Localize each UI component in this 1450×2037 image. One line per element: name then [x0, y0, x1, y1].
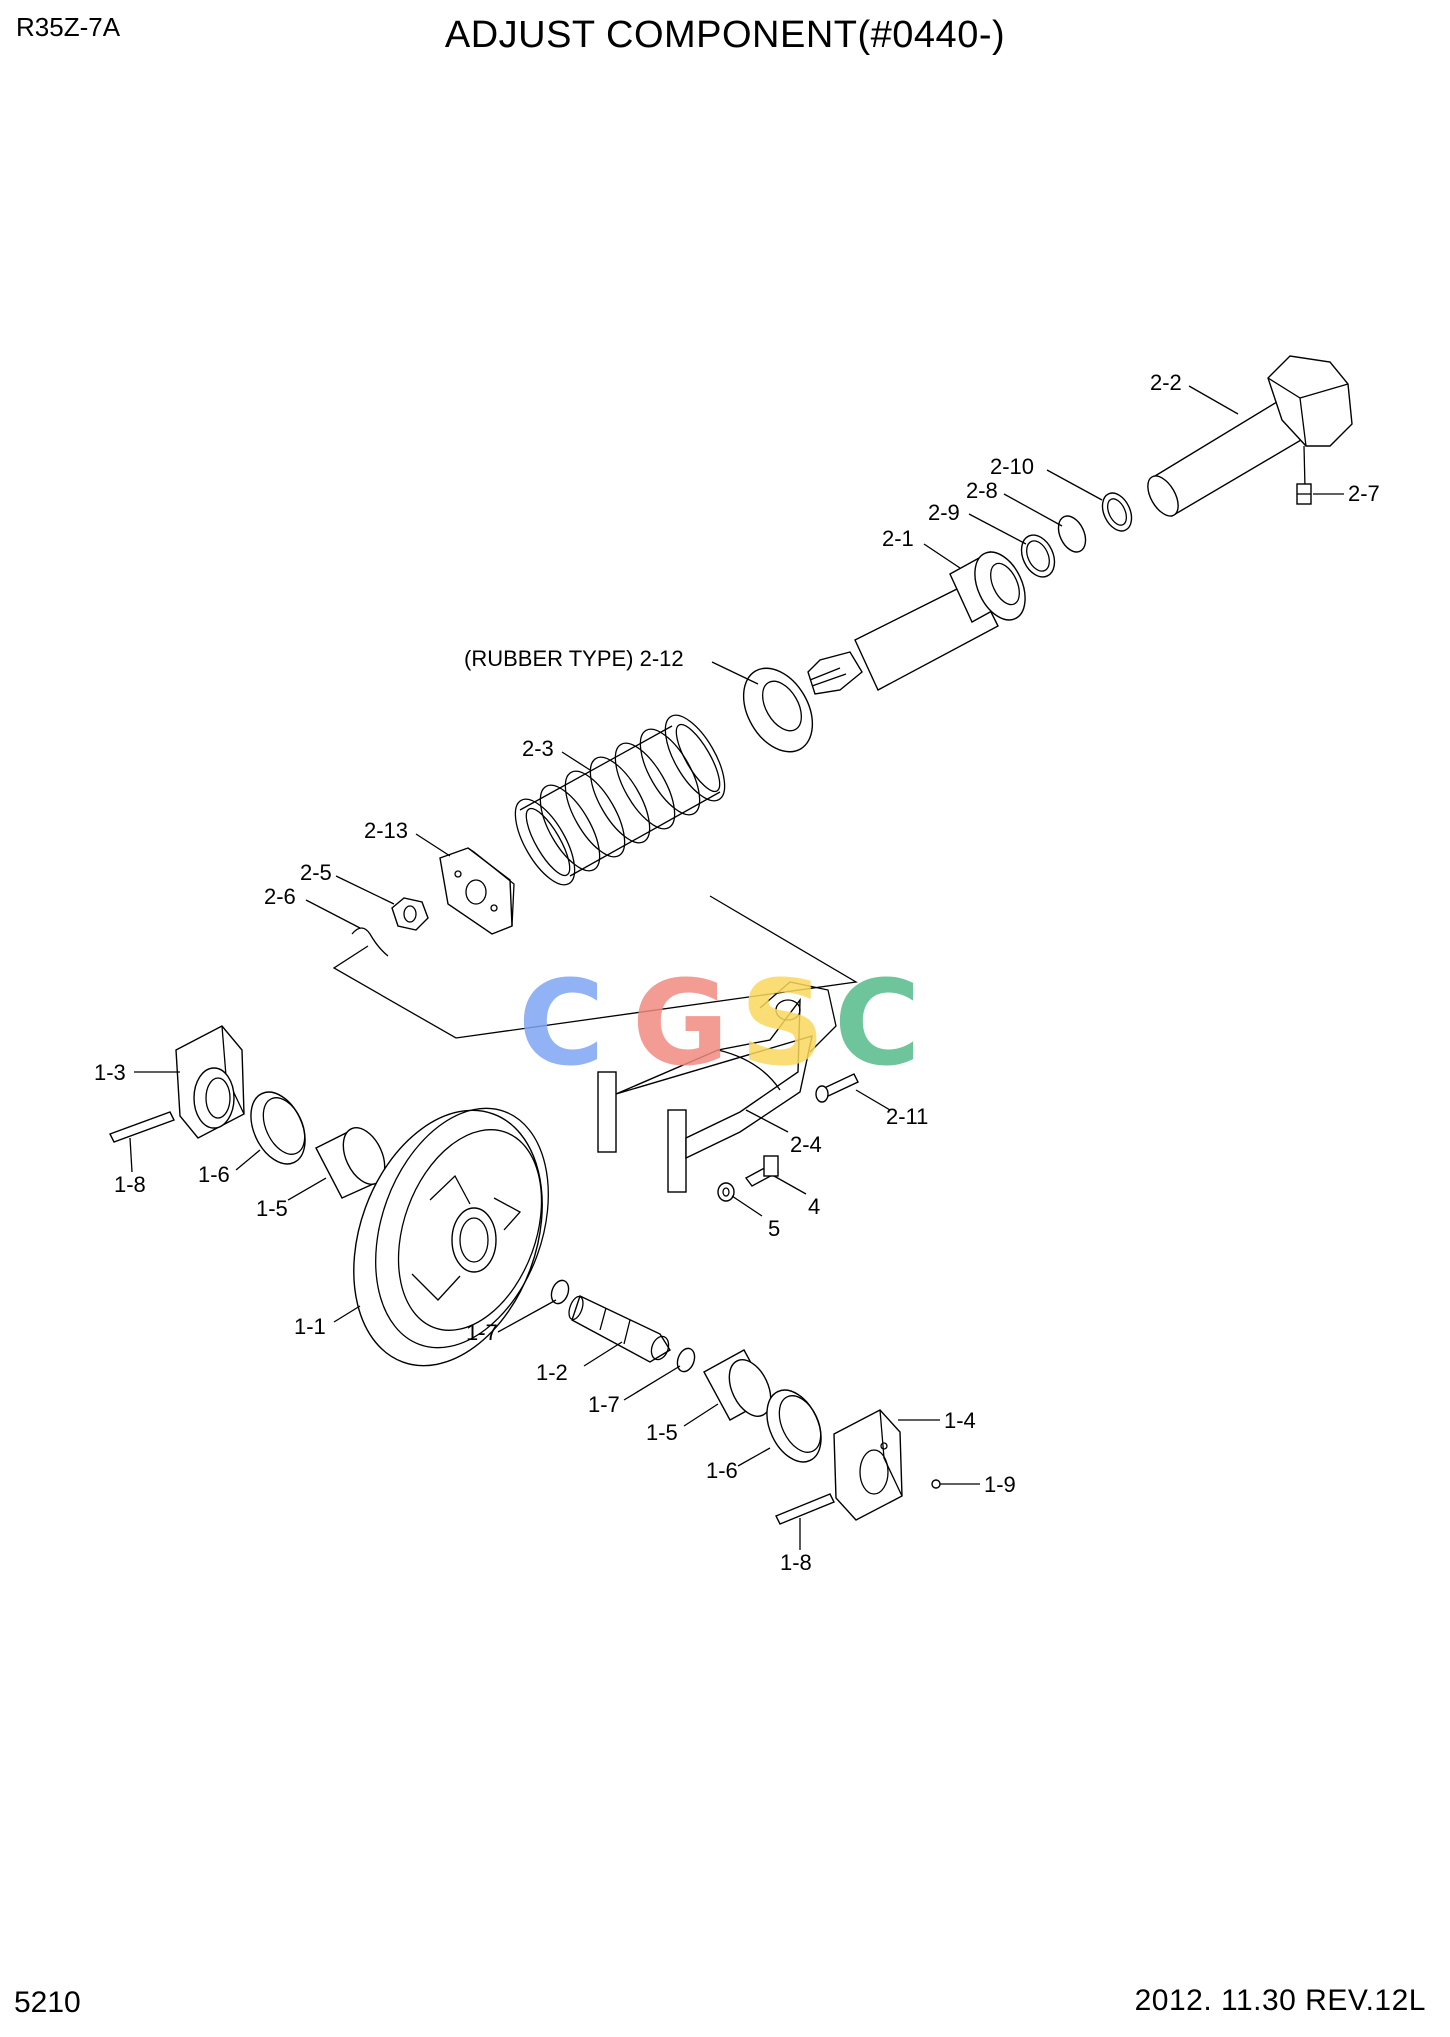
part-2-12-rubber-ring — [742, 667, 814, 753]
revision-date: 2012. 11.30 REV.12L — [1134, 1984, 1426, 2017]
label-1-6: 1-6 — [198, 1162, 230, 1187]
part-2-10-ring — [1101, 492, 1133, 532]
part-4-bolt — [744, 1155, 780, 1187]
part-1-7-o-ring — [676, 1347, 696, 1373]
part-labels: 2-2 2-7 2-10 2-8 2-9 2-1 (RUBBER TYPE) 2… — [94, 370, 1380, 1575]
part-2-7-grease-nipple — [1296, 483, 1344, 505]
part-1-8-pin — [775, 1493, 835, 1525]
label-2-7: 2-7 — [1348, 481, 1380, 506]
label-2-6: 2-6 — [264, 884, 296, 909]
watermark-letter: G — [632, 954, 729, 1092]
label-1-5: 1-5 — [646, 1420, 678, 1445]
leader-lines — [129, 385, 1239, 1550]
watermark-logo: C G S C — [518, 954, 921, 1092]
label-1-4: 1-4 — [944, 1408, 976, 1433]
part-1-8-pin — [109, 1111, 175, 1143]
label-2-8: 2-8 — [966, 478, 998, 503]
watermark-letter: S — [740, 954, 825, 1092]
part-2-11-bolt — [815, 1073, 859, 1103]
part-2-4-idler-fork — [597, 981, 837, 1193]
part-1-4-bearing-bracket — [833, 1409, 903, 1521]
label-1-5: 1-5 — [256, 1196, 288, 1221]
part-2-6-split-pin — [351, 927, 389, 957]
label-1-6: 1-6 — [706, 1458, 738, 1483]
part-2-5-castle-nut — [391, 897, 429, 931]
part-2-3-recoil-spring — [514, 714, 726, 886]
part-1-6-floating-seal — [766, 1389, 822, 1463]
part-1-1-idler-wheel — [353, 1107, 549, 1367]
watermark-letter: C — [518, 954, 605, 1092]
label-1-3: 1-3 — [94, 1060, 126, 1085]
part-1-7-o-ring — [550, 1279, 570, 1305]
label-2-12: (RUBBER TYPE) 2-12 — [464, 646, 684, 671]
part-2-8-ring — [1057, 515, 1087, 553]
label-2-2: 2-2 — [1150, 370, 1182, 395]
label-1-7: 1-7 — [466, 1320, 498, 1345]
label-1-2: 1-2 — [536, 1360, 568, 1385]
page-number: 5210 — [14, 1986, 81, 2019]
label-2-13: 2-13 — [364, 818, 408, 843]
part-1-2-idler-shaft — [568, 1295, 671, 1363]
label-2-11: 2-11 — [886, 1104, 928, 1129]
part-1-6-floating-seal — [250, 1091, 306, 1165]
label-1-1: 1-1 — [294, 1314, 326, 1339]
part-2-13-spring-plate — [439, 847, 515, 935]
label-1-9: 1-9 — [984, 1472, 1016, 1497]
label-2-1: 2-1 — [882, 526, 914, 551]
label-2-4: 2-4 — [790, 1132, 822, 1157]
label-2-3: 2-3 — [522, 736, 554, 761]
page-title: ADJUST COMPONENT(#0440-) — [444, 14, 1006, 56]
part-5-washer — [717, 1182, 735, 1202]
label-1-7: 1-7 — [588, 1392, 620, 1417]
part-2-1-cylinder-rod — [807, 551, 1026, 695]
label-2-10: 2-10 — [990, 454, 1034, 479]
part-2-9-ring — [1020, 534, 1056, 578]
label-2-5: 2-5 — [300, 860, 332, 885]
label-1-8: 1-8 — [114, 1172, 146, 1197]
label-5: 5 — [768, 1216, 780, 1241]
model-code: R35Z-7A — [16, 12, 121, 42]
label-2-9: 2-9 — [928, 500, 960, 525]
watermark-letter: C — [834, 954, 921, 1092]
label-1-8: 1-8 — [780, 1550, 812, 1575]
label-4: 4 — [808, 1194, 820, 1219]
part-1-3-bearing-bracket — [175, 1025, 245, 1139]
part-2-2-tension-yoke — [1147, 355, 1353, 518]
part-1-9-plug — [931, 1479, 941, 1489]
